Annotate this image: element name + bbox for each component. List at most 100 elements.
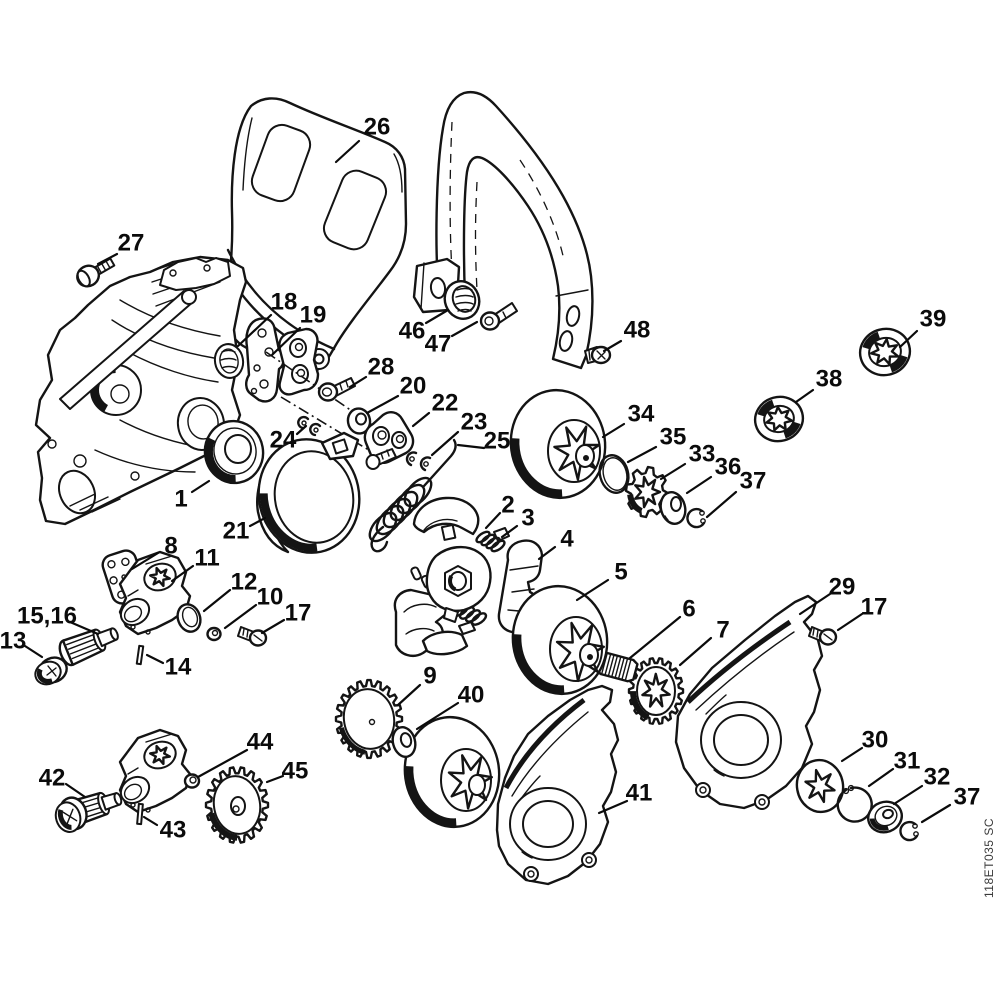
part-1-ring	[203, 419, 265, 485]
part-number-38: 38	[816, 366, 843, 393]
leader-line-7	[678, 636, 713, 667]
front-handlebar	[412, 91, 594, 370]
part-36-washer	[659, 491, 687, 525]
part-31-circlip	[836, 784, 873, 823]
part-number-15-16: 15,16	[17, 603, 77, 630]
part-number-12: 12	[231, 569, 258, 596]
leader-line-37b	[920, 803, 952, 824]
part-10-nut	[206, 626, 222, 642]
part-label-39: 39	[898, 306, 947, 349]
part-number-2: 2	[501, 492, 514, 519]
leader-line-19	[270, 326, 302, 357]
part-number-18: 18	[271, 289, 298, 316]
part-label-42: 42	[39, 765, 87, 799]
part-label-25: 25	[456, 428, 511, 455]
part-label-1: 1	[174, 479, 211, 513]
part-label-44: 44	[196, 729, 274, 779]
part-number-43: 43	[160, 817, 187, 844]
part-number-1: 1	[174, 486, 187, 513]
part-label-12: 12	[202, 569, 258, 613]
part-38-rim-sprocket	[753, 395, 805, 443]
part-label-3: 3	[500, 505, 535, 539]
part-number-39: 39	[920, 306, 947, 333]
part-number-31: 31	[894, 748, 921, 775]
leader-line-21	[248, 516, 267, 528]
crankcase-housing	[34, 255, 248, 526]
leader-line-47	[450, 320, 479, 338]
part-number-22: 22	[432, 390, 459, 417]
part-label-40: 40	[415, 682, 484, 731]
leader-line-17a	[260, 618, 286, 635]
leader-line-18	[236, 313, 273, 348]
part-number-42: 42	[39, 765, 66, 792]
part-label-6: 6	[628, 596, 696, 660]
leader-line-8	[130, 551, 160, 571]
part-label-35: 35	[626, 424, 687, 464]
part-number-29: 29	[829, 574, 856, 601]
leader-line-12	[202, 588, 232, 613]
leader-line-25	[456, 443, 486, 450]
part-13-cap	[34, 656, 68, 686]
part-15-16-worm-gear	[58, 627, 119, 667]
part-17b-screw	[808, 626, 838, 646]
part-label-24: 24	[270, 424, 308, 454]
part-30-star-washer	[795, 758, 845, 814]
part-label-27: 27	[96, 230, 144, 266]
part-label-48: 48	[602, 317, 651, 353]
part-number-10: 10	[257, 584, 284, 611]
part-number-14: 14	[165, 654, 192, 681]
part-label-41: 41	[597, 780, 652, 815]
part-43-pin	[136, 802, 144, 826]
part-number-11: 11	[194, 545, 219, 572]
part-label-18: 18	[236, 289, 298, 348]
part-28-screw	[317, 377, 356, 402]
part-18-plate	[245, 317, 285, 403]
part-number-37: 37	[740, 468, 767, 495]
part-34-clutch-drum	[509, 388, 607, 500]
part-7-gear	[627, 657, 685, 725]
part-number-13: 13	[0, 628, 26, 655]
leader-line-4	[537, 545, 557, 561]
part-number-8: 8	[164, 533, 177, 560]
part-number-25: 25	[484, 428, 511, 455]
part-number-36: 36	[715, 454, 742, 481]
part-label-26: 26	[334, 114, 390, 164]
part-number-47: 47	[425, 331, 452, 358]
part-27-plug	[76, 257, 116, 288]
leader-line-38	[794, 388, 815, 404]
leader-line-45	[265, 774, 285, 784]
leader-line-28	[348, 375, 368, 389]
leader-line-48	[602, 339, 623, 353]
leader-line-3	[500, 524, 519, 539]
leader-line-36	[685, 475, 713, 495]
leader-line-2	[484, 511, 502, 530]
leader-line-31	[867, 767, 895, 788]
part-number-21: 21	[223, 518, 250, 545]
leader-line-20	[365, 394, 400, 415]
part-label-8: 8	[130, 533, 178, 571]
part-22-lever	[363, 411, 415, 470]
part-label-17b: 17	[836, 594, 887, 632]
part-label-14: 14	[145, 654, 192, 681]
part-number-48: 48	[624, 317, 651, 344]
leader-line-9	[396, 683, 422, 707]
leader-line-37	[705, 490, 738, 519]
part-label-36: 36	[685, 454, 742, 495]
part-number-44: 44	[247, 729, 274, 756]
part-19-bracket	[278, 327, 320, 396]
part-number-28: 28	[368, 354, 395, 381]
part-17a-screw	[237, 626, 268, 647]
part-5-clutch-drum	[511, 584, 609, 696]
part-number-20: 20	[400, 373, 427, 400]
part-label-11: 11	[170, 545, 220, 583]
leader-line-22	[411, 411, 431, 428]
leader-line-29	[798, 592, 832, 616]
leader-line-5	[575, 578, 610, 602]
part-number-35: 35	[660, 424, 687, 451]
part-14-pin	[135, 644, 145, 666]
part-number-32: 32	[924, 764, 951, 791]
part-41-sprocket-cover	[495, 684, 620, 886]
part-label-10: 10	[223, 584, 284, 630]
part-label-15-16: 15,16	[17, 603, 100, 636]
